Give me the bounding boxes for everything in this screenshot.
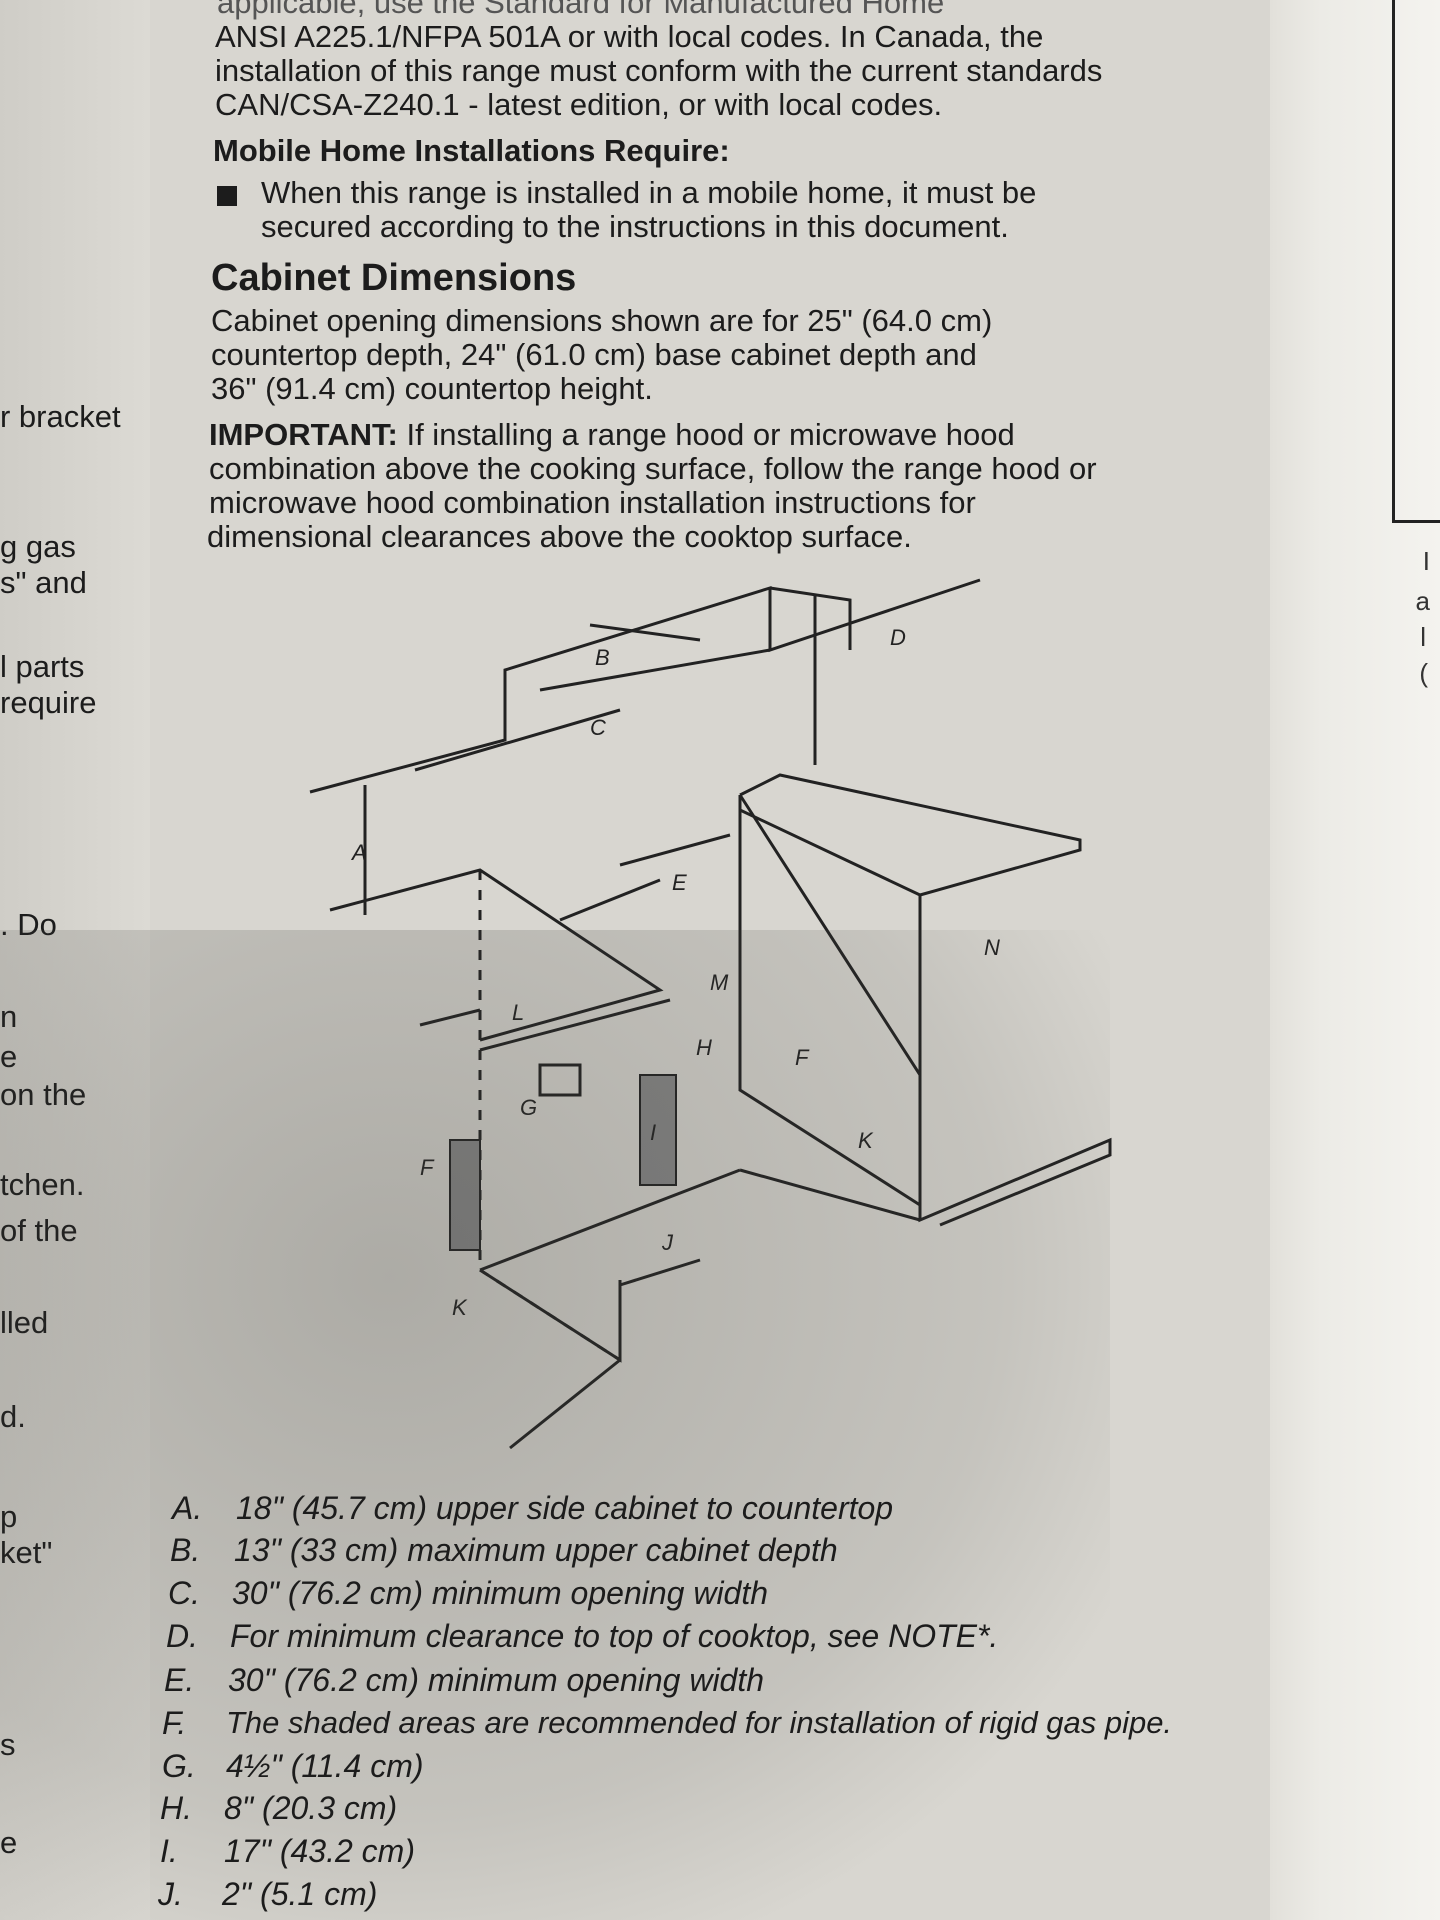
shaded-gas-area-left [449,1139,481,1251]
cabinet-dimensions-diagram: A B C D E F F G H I J K K L M N [309,578,1112,1450]
bullet-text: secured according to the instructions in… [261,209,1009,244]
right-fragment: ( [1419,658,1428,688]
label-D: D [890,625,906,650]
left-fragment: p [0,1499,18,1534]
important-note: IMPORTANT: If installing a range hood or… [209,418,1015,452]
legend-text: 30" (76.2 cm) minimum opening width [232,1575,769,1611]
cabinet-heading: Cabinet Dimensions [211,257,577,299]
dimension-C [414,708,621,772]
label-H: H [696,1035,712,1060]
left-fragment: e [0,1039,18,1074]
left-fragment: lled [0,1305,49,1340]
legend-text: 30" (76.2 cm) minimum opening width [228,1662,765,1698]
upper-cabinet-depth [769,586,852,650]
left-fragment: s" and [0,565,87,600]
label-J: J [661,1230,674,1255]
label-L: L [512,1000,524,1025]
legend-letter: C. [168,1575,200,1611]
bullet-icon [217,186,237,206]
legend-text: The shaded areas are recommended for ins… [226,1705,1173,1740]
important-label: IMPORTANT: [209,417,398,452]
legend-letter: H. [160,1790,192,1826]
dimension-E [559,878,661,922]
label-B: B [595,645,610,670]
important-text: microwave hood combination installation … [209,485,976,520]
right-fragment: a [1415,586,1430,616]
legend-letter: B. [170,1532,201,1568]
label-G: G [520,1095,537,1120]
left-fragment: of the [0,1213,78,1248]
legend-letter: F. [162,1705,187,1741]
left-fragment: require [0,685,97,720]
important-text: dimensional clearances above the cooktop… [207,519,912,554]
mobile-home-heading: Mobile Home Installations Require: [213,133,730,168]
label-N: N [984,935,1000,960]
label-C: C [590,715,606,740]
legend-letter: D. [166,1618,198,1654]
left-fragment: on the [0,1077,87,1112]
legend-letter: A. [172,1490,203,1526]
right-cabinet [738,794,922,1208]
legend-text: 4½" (11.4 cm) [226,1748,424,1784]
right-page [1270,0,1440,1920]
legend-text: 18" (45.7 cm) upper side cabinet to coun… [236,1490,894,1526]
right-page-frame [1392,0,1440,523]
left-fragment: ket" [0,1535,53,1570]
cabinet-text: 36" (91.4 cm) countertop height. [211,371,653,406]
bullet-text: When this range is installed in a mobile… [261,175,1037,210]
cabinet-text: countertop depth, 24" (61.0 cm) base cab… [211,337,977,372]
important-text: combination above the cooking surface, f… [209,451,1097,486]
legend-letter: I. [160,1833,178,1869]
legend-letter: G. [162,1748,196,1784]
cabinet-text: Cabinet opening dimensions shown are for… [211,303,993,338]
left-fragment: s [0,1727,16,1762]
important-text: If installing a range hood or microwave … [397,417,1015,452]
left-fragment: . Do [0,907,57,942]
upper-cabinet-outline [309,578,981,794]
left-fragment: e [0,1825,18,1860]
legend-text: 8" (20.3 cm) [224,1790,398,1826]
left-fragment: d. [0,1399,26,1434]
right-fragment: l [1420,622,1426,652]
label-M: M [710,970,729,995]
label-K-right: K [858,1128,874,1153]
label-F-right: F [795,1045,810,1070]
legend-letter: E. [164,1662,195,1698]
shaded-gas-area-right [639,1074,677,1186]
left-fragment: n [0,999,18,1034]
outlet-box [538,1063,582,1097]
label-E: E [672,870,687,895]
main-column: applicable, use the Standard for Manufac… [195,0,1195,1920]
dimension-B [589,623,701,642]
label-I: I [650,1120,656,1145]
intro-line: installation of this range must conform … [215,53,1103,88]
right-fragment: I [1422,546,1430,576]
left-fragment: l parts [0,649,85,684]
label-K-left: K [452,1295,468,1320]
intro-line: applicable, use the Standard for Manufac… [217,0,945,20]
left-page [0,0,150,1920]
label-F-left: F [420,1155,435,1180]
legend-text: 17" (43.2 cm) [224,1833,415,1869]
left-fragment: r bracket [0,399,121,434]
intro-line: CAN/CSA-Z240.1 - latest edition, or with… [215,87,943,122]
intro-line: ANSI A225.1/NFPA 501A or with local code… [215,19,1044,54]
left-countertop [329,868,664,1042]
legend-text: 13" (33 cm) maximum upper cabinet depth [234,1532,838,1568]
legend-text: 2" (5.1 cm) [222,1876,378,1912]
legend-letter: J. [158,1876,183,1912]
left-fragment: g gas [0,529,76,564]
left-fragment: tchen. [0,1167,85,1202]
legend-text: For minimum clearance to top of cooktop,… [230,1618,999,1654]
label-A: A [350,840,367,865]
